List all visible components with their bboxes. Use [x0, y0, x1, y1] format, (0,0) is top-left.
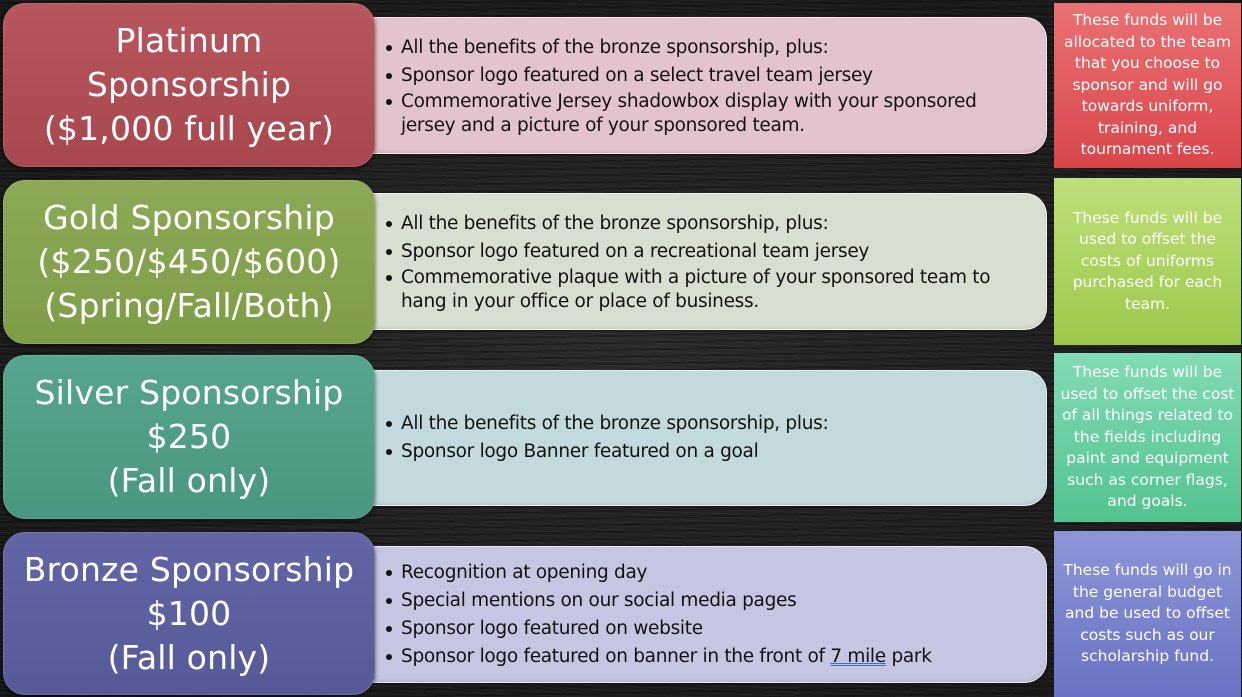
platinum-fund-box: These funds will be allocated to the tea… — [1054, 3, 1241, 168]
tier-season: (Fall only) — [107, 461, 271, 500]
fund-description: These funds will go in the general budge… — [1063, 561, 1232, 666]
bronze-fund-box: These funds will go in the general budge… — [1054, 531, 1241, 697]
benefit-item: All the benefits of the bronze sponsorsh… — [382, 210, 1046, 238]
fund-description: These funds will be used to offset the c… — [1072, 208, 1223, 313]
platinum-title-box: Platinum Sponsorship ($1,000 full year) — [3, 3, 375, 167]
gold-benefits-box: All the benefits of the bronze sponsorsh… — [372, 193, 1047, 330]
benefit-item: Sponsor logo Banner featured on a goal — [382, 438, 1046, 466]
tier-price: ($250/$450/$600) — [37, 242, 341, 281]
benefit-item: Sponsor logo featured on banner in the f… — [382, 643, 1046, 671]
benefits-list: All the benefits of the bronze sponsorsh… — [382, 410, 1046, 466]
benefit-item: Sponsor logo featured on website — [382, 615, 1046, 643]
tier-price: $100 — [146, 593, 232, 633]
benefit-item: Sponsor logo featured on a select travel… — [382, 62, 1046, 90]
benefit-line: Commemorative Jersey shadowbox display w… — [401, 90, 977, 112]
tier-title-line: Gold Sponsorship — [43, 198, 335, 237]
silver-benefits-box: All the benefits of the bronze sponsorsh… — [372, 370, 1047, 506]
benefits-list: All the benefits of the bronze sponsorsh… — [382, 34, 1046, 138]
tier-season: (Spring/Fall/Both) — [44, 286, 334, 325]
platinum-benefits-box: All the benefits of the bronze sponsorsh… — [372, 17, 1047, 154]
tier-price: ($1,000 full year) — [43, 109, 335, 148]
tier-price: $250 — [146, 417, 232, 456]
bronze-benefits-box: Recognition at opening day Special menti… — [372, 546, 1047, 683]
fund-description: These funds will be allocated to the tea… — [1063, 11, 1232, 159]
benefit-text: park — [885, 645, 932, 667]
benefit-item: All the benefits of the bronze sponsorsh… — [382, 410, 1046, 438]
benefit-line: hang in your office or place of business… — [401, 290, 759, 312]
benefit-item: Sponsor logo featured on a recreational … — [382, 238, 1046, 266]
spellcheck-flagged-word: 7 mile — [830, 645, 886, 667]
benefits-list: All the benefits of the bronze sponsorsh… — [382, 210, 1046, 314]
bronze-title-box: Bronze Sponsorship $100 (Fall only) — [3, 532, 375, 695]
benefit-item: Commemorative plaque with a picture of y… — [382, 266, 1046, 314]
silver-title-box: Silver Sponsorship $250 (Fall only) — [3, 355, 375, 519]
fund-description: These funds will be used to offset the c… — [1060, 363, 1235, 511]
benefit-line: Commemorative plaque with a picture of y… — [401, 266, 991, 288]
silver-fund-box: These funds will be used to offset the c… — [1054, 353, 1241, 522]
benefit-item: Recognition at opening day — [382, 559, 1046, 587]
tier-title-line: Bronze Sponsorship — [23, 549, 355, 589]
benefits-list: Recognition at opening day Special menti… — [382, 559, 1046, 671]
gold-title-box: Gold Sponsorship ($250/$450/$600) (Sprin… — [3, 180, 375, 344]
gold-fund-box: These funds will be used to offset the c… — [1054, 178, 1241, 345]
benefit-text: Sponsor logo featured on banner in the f… — [401, 645, 831, 667]
benefit-line: jersey and a picture of your sponsored t… — [401, 114, 805, 136]
tier-title-line: Silver Sponsorship — [34, 373, 344, 412]
tier-title-line: Platinum — [115, 21, 263, 60]
tier-title-line: Sponsorship — [86, 65, 292, 104]
tier-season: (Fall only) — [107, 637, 271, 677]
benefit-item: Special mentions on our social media pag… — [382, 587, 1046, 615]
benefit-item: Commemorative Jersey shadowbox display w… — [382, 90, 1046, 138]
benefit-item: All the benefits of the bronze sponsorsh… — [382, 34, 1046, 62]
